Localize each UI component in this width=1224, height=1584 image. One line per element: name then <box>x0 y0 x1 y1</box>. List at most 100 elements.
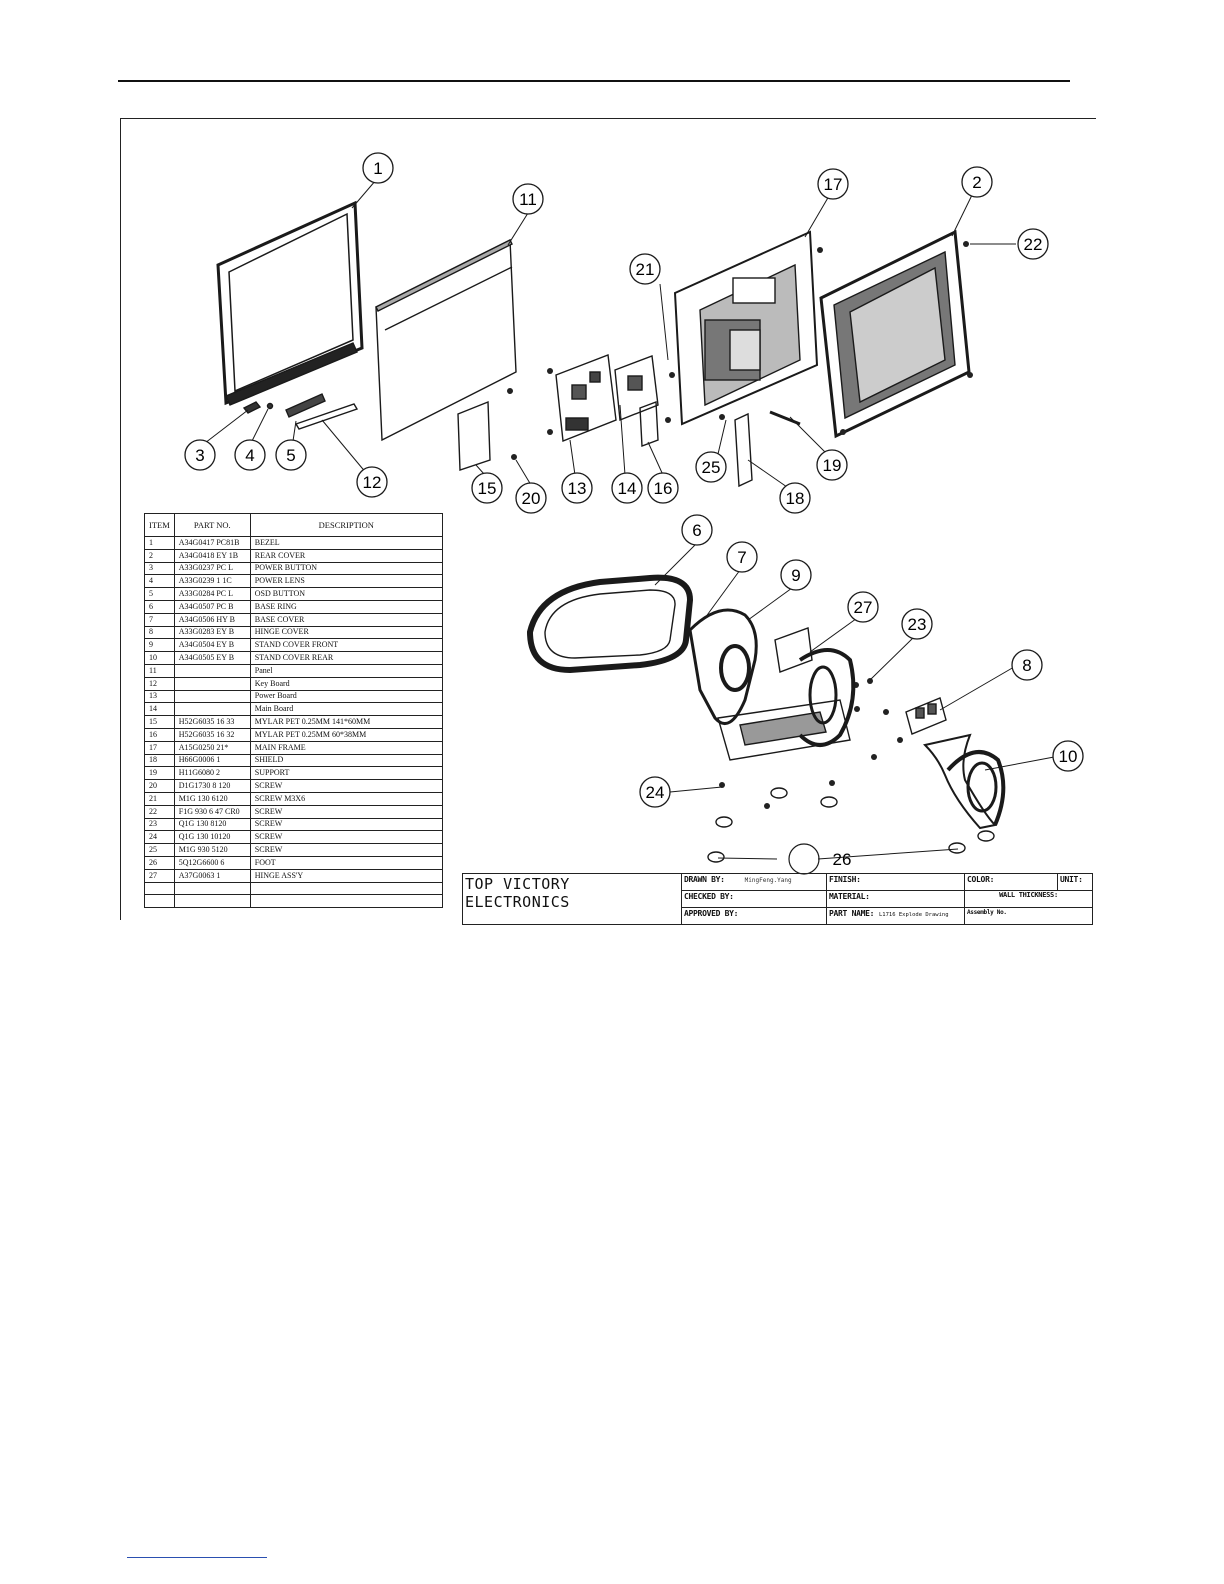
part-name-value: L1716 Explode Drawing <box>879 912 949 918</box>
parts-list-cell-description: OSD BUTTON <box>249 587 443 601</box>
parts-list-cell-description: SHIELD <box>249 753 443 768</box>
callout-circle-7 <box>726 541 758 573</box>
parts-list-cell-item: 2 <box>144 548 175 563</box>
screw-set <box>507 241 973 809</box>
parts-list-cell-description: FOOT <box>249 855 443 870</box>
parts-list-cell-item: 3 <box>144 561 175 576</box>
parts-list-cell-item: 4 <box>144 574 175 589</box>
parts-list-cell-item: 12 <box>144 676 175 691</box>
parts-list-cell-description: SUPPORT <box>249 766 443 781</box>
parts-list-row: 12 Key Board <box>144 676 443 691</box>
parts-list-cell-item: 5 <box>144 587 175 601</box>
callout-label-17: 17 <box>824 175 843 194</box>
parts-list-cell-item: 13 <box>144 689 175 704</box>
callout-circle-16 <box>647 472 679 504</box>
parts-list-cell-description: SCREW <box>249 779 443 793</box>
callout-circle-8 <box>1011 649 1043 681</box>
parts-list-cell-description: MYLAR PET 0.25MM 141*60MM <box>249 715 443 729</box>
panel-part <box>375 238 517 442</box>
parts-list-cell-part-no: A34G0505 EY B <box>173 651 251 665</box>
mylar-large-part <box>457 400 491 471</box>
parts-list-cell-part-no <box>173 881 251 896</box>
parts-list-cell-item: 26 <box>144 855 175 870</box>
callout-label-16: 16 <box>654 479 673 498</box>
callout-circle-13 <box>561 472 593 504</box>
parts-list-cell-part-no: A34G0504 EY B <box>173 638 251 653</box>
callout-label-18: 18 <box>786 489 805 508</box>
callout-label-13: 13 <box>568 479 587 498</box>
parts-list-cell-item: 15 <box>144 715 175 729</box>
parts-list-cell-part-no: Q1G 130 8120 <box>173 817 251 832</box>
callout-label-14: 14 <box>618 479 637 498</box>
bezel-part <box>216 200 364 406</box>
callout-circle-3 <box>184 439 216 471</box>
parts-list-cell-part-no <box>173 702 251 717</box>
parts-list-cell-item: 25 <box>144 843 175 857</box>
parts-list-cell-description: Panel <box>249 663 443 678</box>
osd-button-part <box>285 393 326 418</box>
hinge-cover-part <box>905 697 947 735</box>
callout-circle-10 <box>1052 740 1084 772</box>
callout-label-26: 26 <box>833 850 852 869</box>
title-block: TOP VICTORY ELECTRONICS DRAWN BY:MingFen… <box>462 873 1093 925</box>
checked-by-label: CHECKED BY: <box>684 892 734 901</box>
header-item: ITEM <box>144 513 175 537</box>
unit-label: UNIT: <box>1060 875 1083 884</box>
finish-label: FINISH: <box>829 875 861 884</box>
callout-label-10: 10 <box>1059 747 1078 766</box>
parts-list-row <box>144 894 443 909</box>
callout-circle-9 <box>780 559 812 591</box>
callout-label-2: 2 <box>972 173 981 192</box>
callout-26-foot-circle <box>788 843 820 875</box>
parts-list-cell-description <box>249 881 443 896</box>
parts-list-cell-part-no: M1G 930 5120 <box>173 843 251 857</box>
callout-circle-18 <box>779 482 811 514</box>
callout-label-20: 20 <box>522 489 541 508</box>
callout-label-8: 8 <box>1022 656 1031 675</box>
callout-label-6: 6 <box>692 521 701 540</box>
callout-circle-1 <box>362 152 394 184</box>
parts-list-cell-item: 24 <box>144 830 175 845</box>
callout-label-4: 4 <box>245 446 254 465</box>
callout-circle-12 <box>356 466 388 498</box>
drawn-by-value: MingFeng.Yang <box>744 877 792 884</box>
callout-label-25: 25 <box>702 458 721 477</box>
parts-list-row <box>144 881 443 896</box>
parts-list-cell-item: 1 <box>144 536 175 550</box>
callout-label-15: 15 <box>478 479 497 498</box>
main-board-part <box>614 355 659 421</box>
header-description: DESCRIPTION <box>249 513 443 537</box>
color-label: COLOR: <box>967 875 995 884</box>
parts-list-cell-item <box>144 894 175 909</box>
parts-list-cell-part-no: A33G0284 PC L <box>173 587 251 601</box>
callout-label-9: 9 <box>791 566 800 585</box>
parts-list-cell-description: SCREW <box>249 830 443 845</box>
parts-list-cell-part-no: H52G6035 16 33 <box>173 715 251 729</box>
parts-list-cell-description: Key Board <box>249 676 443 691</box>
page-footer-link-rule <box>127 1557 267 1558</box>
callout-circle-19 <box>816 449 848 481</box>
callout-circle-17 <box>817 168 849 200</box>
callout-label-12: 12 <box>363 473 382 492</box>
approved-by-label: APPROVED BY: <box>684 909 739 918</box>
mylar-small-part <box>639 401 659 447</box>
parts-list-header-row: ITEM PART NO. DESCRIPTION <box>144 513 443 537</box>
callout-circle-2 <box>961 166 993 198</box>
callout-circle-15 <box>471 472 503 504</box>
parts-list-cell-description: REAR COVER <box>249 548 443 563</box>
stand-cover-front-part <box>688 608 851 761</box>
parts-list-cell-part-no <box>173 689 251 704</box>
parts-list-cell-item: 9 <box>144 638 175 653</box>
parts-list-cell-part-no: A34G0506 HY B <box>173 612 251 627</box>
parts-list-cell-part-no <box>173 663 251 678</box>
